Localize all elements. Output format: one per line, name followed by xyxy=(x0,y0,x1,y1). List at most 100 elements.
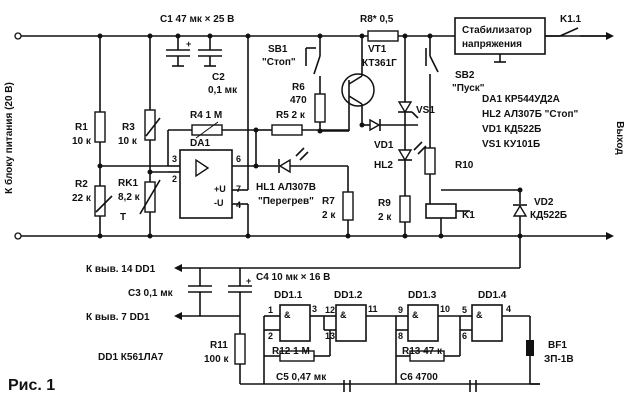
relay-k1: K1 xyxy=(425,189,520,236)
r6-name: R6 xyxy=(292,82,305,93)
r5-label: R5 2 к xyxy=(276,110,306,121)
diode-vd1: VD1 xyxy=(362,118,418,151)
output-arrow-minus xyxy=(606,232,614,240)
chip-note: DD1 К561ЛА7 xyxy=(98,352,164,363)
da1-uminus: -U xyxy=(214,198,224,208)
parts-list-item: VD1 КД522Б xyxy=(482,124,541,135)
r13-label: R13 47 к xyxy=(402,346,443,357)
da1-pin2: 2 xyxy=(172,174,177,184)
resistor-r1: R1 10 к xyxy=(72,36,106,186)
hl2-label: HL2 xyxy=(374,160,393,171)
buzzer-bf1: BF1 ЗП-1В xyxy=(526,316,574,385)
dd13-pin10: 10 xyxy=(440,304,450,314)
diode-vd2: VD2 КД522Б xyxy=(512,190,567,236)
hl1-name: HL1 АЛ307В xyxy=(256,182,316,193)
gate-dd1-3: & 9 8 10 DD1.3 xyxy=(395,290,460,356)
junction-dots xyxy=(97,33,523,239)
r1-value: 10 к xyxy=(72,136,92,147)
dd12-pin11: 11 xyxy=(368,304,378,314)
rk1-name: RK1 xyxy=(118,178,138,189)
rk1-t: T xyxy=(120,212,126,223)
capacitor-c5: C5 0,47 мк xyxy=(263,356,351,392)
transistor-vt1: VT1 КТ361Г xyxy=(320,36,397,132)
dd14-pin5: 5 xyxy=(462,305,467,315)
capacitor-c3: C3 0,1 мк xyxy=(128,268,212,316)
r10-label: R10 xyxy=(455,160,474,171)
resistor-r10: R10 xyxy=(424,88,474,204)
c6-label: C6 4700 xyxy=(400,372,438,383)
opamp-da1: 3 2 6 7 4 +U -U DA1 xyxy=(168,36,256,236)
r1-name: R1 xyxy=(75,122,88,133)
power-input-terminal xyxy=(14,32,22,40)
relay-contact-k1-1: K1.1 xyxy=(545,14,606,37)
resistor-r8: R8* 0,5 xyxy=(360,14,399,42)
vt1-type: КТ361Г xyxy=(362,58,397,69)
ground-input-terminal xyxy=(14,232,22,240)
r2-value: 22 к xyxy=(72,193,92,204)
vs1-label: VS1 xyxy=(416,105,435,116)
dd11-pin3: 3 xyxy=(312,304,317,314)
dd14-pin4: 4 xyxy=(506,304,511,314)
stabilizer-line2: напряжения xyxy=(462,39,522,50)
dd13-and: & xyxy=(412,310,419,320)
sb2-name: SB2 xyxy=(455,70,475,81)
led-hl2: HL2 xyxy=(374,141,427,196)
sb2-role: "Пуск" xyxy=(452,83,485,94)
thyristor-vs1: VS1 xyxy=(397,36,435,150)
parts-list-item: DA1 КР544УД2А xyxy=(482,94,560,105)
r2-name: R2 xyxy=(75,179,88,190)
c1-label: C1 47 мк × 25 В xyxy=(160,14,234,25)
resistor-r9: R9 2 к xyxy=(378,195,411,236)
gate-dd1-4: & 5 6 4 DD1.4 xyxy=(459,290,530,342)
c2-name: C2 xyxy=(212,72,225,83)
rk1-value: 8,2 к xyxy=(118,192,141,203)
power-supply-label: К блоку питания (20 В) xyxy=(3,82,15,194)
r4-label: R4 1 М xyxy=(190,110,222,121)
dd14-label: DD1.4 xyxy=(478,290,507,301)
dd13-pin8: 8 xyxy=(398,331,403,341)
r12-label: R12 1 М xyxy=(272,346,310,357)
switch-sb2: SB2 "Пуск" xyxy=(425,36,485,94)
r9-name: R9 xyxy=(378,198,391,209)
resistor-r5: R5 2 к xyxy=(256,110,349,136)
gate-dd1-2: & 12 13 11 DD1.2 xyxy=(323,290,396,342)
output-label: Выход xyxy=(614,121,625,155)
r6-value: 470 xyxy=(290,95,307,106)
stabilizer-line1: Стабилизатор xyxy=(462,24,532,36)
vt1-name: VT1 xyxy=(368,44,387,55)
output-arrow-plus xyxy=(606,32,614,40)
capacitor-c2: C2 0,1 мк xyxy=(198,36,238,96)
bf1-name: BF1 xyxy=(548,340,567,351)
resistor-r12: R12 1 М xyxy=(264,330,331,362)
capacitor-c4: + C4 10 мк × 16 В xyxy=(228,268,330,316)
switch-sb1: SB1 "Стоп" xyxy=(262,36,321,94)
sb1-role: "Стоп" xyxy=(262,57,296,68)
resistor-r13: R13 47 к xyxy=(396,330,461,362)
r7-value: 2 к xyxy=(322,210,336,221)
svg-text:+: + xyxy=(246,276,251,286)
da1-uplus: +U xyxy=(214,184,226,194)
lower-supply: К выв. 14 DD1 К выв. 7 DD1 xyxy=(86,236,521,323)
dd13-label: DD1.3 xyxy=(408,290,437,301)
r9-value: 2 к xyxy=(378,212,392,223)
hl1-role: "Перегрев" xyxy=(258,196,314,207)
voltage-stabilizer: Стабилизатор напряжения xyxy=(454,17,546,63)
dd12-label: DD1.2 xyxy=(334,290,363,301)
r8-label: R8* 0,5 xyxy=(360,14,394,25)
dd14-pin6: 6 xyxy=(462,331,467,341)
dd12-and: & xyxy=(340,310,347,320)
c5-label: C5 0,47 мк xyxy=(276,372,327,383)
led-hl1: HL1 АЛ307В "Перегрев" xyxy=(256,147,349,207)
svg-text:+: + xyxy=(186,39,191,49)
dd14-and: & xyxy=(476,310,483,320)
figure-caption: Рис. 1 xyxy=(8,377,55,394)
c4-label: C4 10 мк × 16 В xyxy=(256,272,330,283)
parts-list-item: HL2 АЛ307Б "Стоп" xyxy=(482,109,579,120)
vd2-name: VD2 xyxy=(534,197,554,208)
bf1-type: ЗП-1В xyxy=(544,354,574,365)
parts-list: DA1 КР544УД2А HL2 АЛ307Б "Стоп" VD1 КД52… xyxy=(482,94,579,150)
dd11-pin2: 2 xyxy=(268,331,273,341)
da1-label: DA1 xyxy=(190,138,210,149)
resistor-r3: R3 10 к xyxy=(118,36,161,182)
